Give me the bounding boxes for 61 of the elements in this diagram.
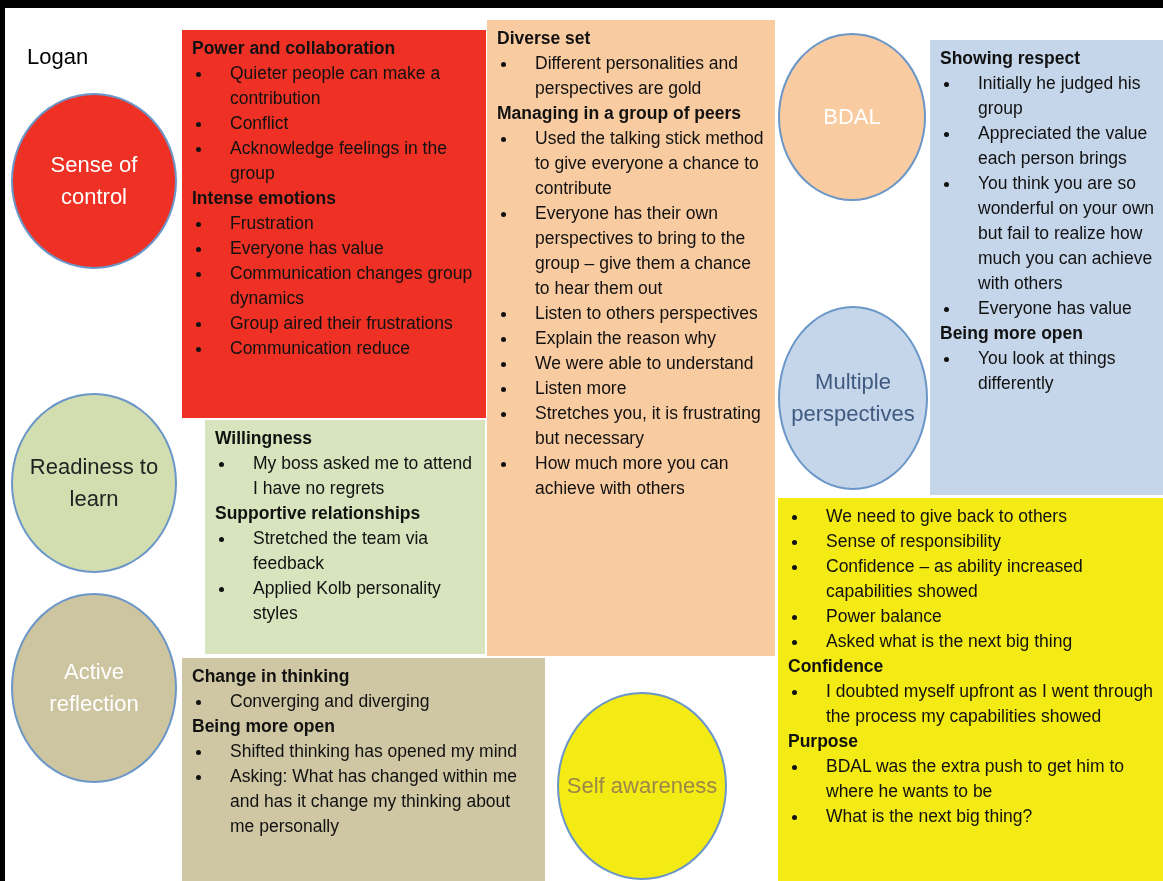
bullet-item: Acknowledge feelings in the group bbox=[192, 136, 478, 186]
bullet-item: BDAL was the extra push to get him to where he wants to be bbox=[788, 754, 1160, 804]
section-heading: Supportive relationships bbox=[215, 502, 422, 525]
bullet-item: Frustration bbox=[192, 211, 478, 236]
bullet-item: Shifted thinking has opened my mind bbox=[192, 739, 537, 764]
bullet-item: Everyone has value bbox=[940, 296, 1160, 321]
bullet-item: Quieter people can make a contribution bbox=[192, 61, 478, 111]
bullet-item: My boss asked me to attend I have no regrets bbox=[215, 451, 477, 501]
bullet-item: Used the talking stick method to give everyone a chance to contribute bbox=[497, 126, 767, 201]
bullet-item: Power balance bbox=[788, 604, 1160, 629]
bullet-item: What is the next big thing? bbox=[788, 804, 1160, 829]
bullet-item: You look at things differently bbox=[940, 346, 1160, 396]
topic-label: BDAL bbox=[823, 103, 881, 131]
note-panel bbox=[182, 30, 486, 418]
bullet-item: Group aired their frustrations bbox=[192, 311, 478, 336]
topic-label: Self awareness bbox=[566, 772, 718, 800]
section-heading: Diverse set bbox=[497, 27, 592, 50]
note-panel bbox=[205, 420, 485, 654]
bullet-item: Communication reduce bbox=[192, 336, 478, 361]
section-heading: Change in thinking bbox=[192, 665, 351, 688]
bullet-item: Asked what is the next big thing bbox=[788, 629, 1160, 654]
name-label: Logan bbox=[27, 44, 89, 70]
bullet-item: Stretched the team via feedback bbox=[215, 526, 477, 576]
bullet-item: Appreciated the value each person brings bbox=[940, 121, 1160, 171]
bullet-item: Explain the reason why bbox=[497, 326, 767, 351]
bullet-item: Applied Kolb personality styles bbox=[215, 576, 477, 626]
bullet-item: Communication changes group dynamics bbox=[192, 261, 478, 311]
section-heading: Power and collaboration bbox=[192, 37, 397, 60]
topic-label: Multiple perspectives bbox=[790, 368, 916, 428]
bullet-item: Asking: What has changed within me and has it change my thinking about me personally bbox=[192, 764, 537, 839]
bullet-item: You think you are so wonderful on your own but fail to realize how much you can achieve with others bbox=[940, 171, 1160, 296]
section-heading: Willingness bbox=[215, 427, 314, 450]
bullet-item: We need to give back to others bbox=[788, 504, 1160, 529]
bullet-item: Different personalities and perspectives are gold bbox=[497, 51, 767, 101]
section-heading: Being more open bbox=[192, 715, 336, 738]
bullet-item: Conflict bbox=[192, 111, 478, 136]
bullet-item: We were able to understand bbox=[497, 351, 767, 376]
bullet-item: How much more you can achieve with others bbox=[497, 451, 767, 501]
section-heading: Intense emotions bbox=[192, 187, 337, 210]
bullet-item: Initially he judged his group bbox=[940, 71, 1160, 121]
bullet-item: I doubted myself upfront as I went through the process my capabilities showed bbox=[788, 679, 1160, 729]
bullet-item: Everyone has their own perspectives to bring to the group – give them a chance to hear them out bbox=[497, 201, 767, 301]
note-panel bbox=[930, 40, 1163, 495]
note-panel bbox=[778, 498, 1163, 881]
topic-label: Readiness to learn bbox=[28, 453, 160, 513]
topic-label: Sense of control bbox=[49, 151, 139, 211]
section-heading: Confidence bbox=[788, 655, 885, 678]
section-heading: Showing respect bbox=[940, 47, 1082, 70]
note-panel bbox=[182, 658, 545, 881]
bullet-item: Sense of responsibility bbox=[788, 529, 1160, 554]
section-heading: Managing in a group of peers bbox=[497, 102, 743, 125]
bullet-item: Stretches you, it is frustrating but necessary bbox=[497, 401, 767, 451]
bullet-item: Converging and diverging bbox=[192, 689, 537, 714]
note-panel bbox=[487, 20, 775, 656]
section-heading: Purpose bbox=[788, 730, 860, 753]
bullet-item: Listen to others perspectives bbox=[497, 301, 767, 326]
section-heading: Being more open bbox=[940, 322, 1084, 345]
bullet-item: Confidence – as ability increased capabilities showed bbox=[788, 554, 1160, 604]
topic-label: Active reflection bbox=[48, 658, 140, 718]
bullet-item: Listen more bbox=[497, 376, 767, 401]
bullet-item: Everyone has value bbox=[192, 236, 478, 261]
